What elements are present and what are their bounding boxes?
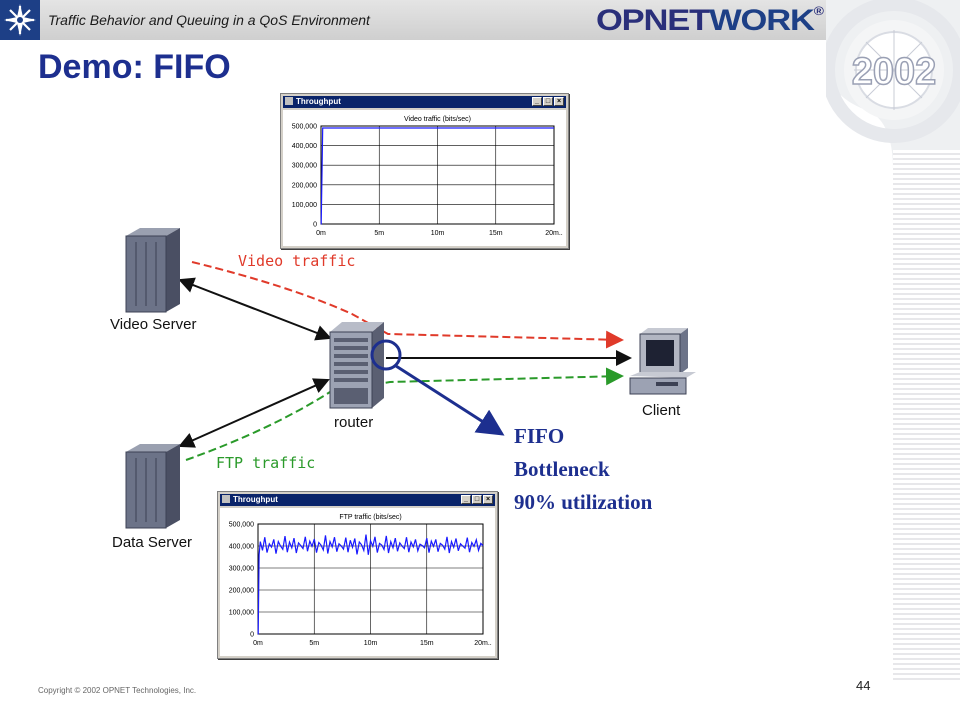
data-server-icon	[125, 444, 180, 529]
presentation-title: Traffic Behavior and Queuing in a QoS En…	[48, 12, 370, 28]
y-tick-label: 500,000	[229, 522, 254, 529]
y-tick-label: 0	[313, 222, 317, 229]
close-button[interactable]: ×	[554, 97, 564, 106]
year-text: 2002	[852, 51, 937, 93]
brand-mark: ®	[813, 4, 824, 18]
video-traffic-label: Video traffic	[238, 252, 356, 270]
header-bar	[0, 0, 960, 40]
x-tick-label: 5m	[374, 230, 384, 237]
y-tick-label: 200,000	[229, 588, 254, 595]
x-tick-label: 20m..	[545, 230, 563, 237]
y-tick-label: 500,000	[292, 124, 317, 131]
y-tick-label: 300,000	[229, 566, 254, 573]
minimize-button[interactable]: _	[461, 495, 471, 504]
opnetwork-logo: OPNETWORK®	[596, 4, 824, 38]
decorative-stripes	[893, 150, 960, 680]
bottleneck-marker	[370, 339, 402, 371]
x-tick-label: 10m	[364, 640, 378, 647]
video-window-titlebar[interactable]: Throughput _ □ ×	[283, 96, 566, 108]
callout-arrow	[395, 364, 505, 436]
x-tick-label: 5m	[309, 640, 319, 647]
ftp-throughput-chart: FTP traffic (bits/sec) 500,000 400,000 300,…	[220, 508, 495, 656]
y-tick-label: 200,000	[292, 182, 317, 189]
maximize-button[interactable]: □	[472, 495, 482, 504]
video-server-label: Video Server	[110, 316, 197, 333]
page-number: 44	[856, 678, 871, 693]
ftp-throughput-window[interactable]: Throughput _ □ × FTP traffic (bits/sec) 5…	[217, 491, 498, 659]
x-tick-label: 10m	[431, 230, 445, 237]
compass-star-logo-icon	[0, 0, 40, 40]
y-tick-label: 400,000	[292, 143, 317, 150]
chart-title: Video traffic (bits/sec)	[404, 116, 471, 123]
video-throughput-chart: Video traffic (bits/sec) 500,000 400,000 30…	[283, 110, 566, 246]
video-window-title: Throughput	[296, 97, 341, 106]
chart-title: FTP traffic (bits/sec)	[339, 514, 401, 521]
link-video-router	[178, 277, 332, 341]
y-tick-label: 400,000	[229, 544, 254, 551]
year-badge: 2002	[821, 0, 960, 170]
x-tick-label: 15m	[489, 230, 503, 237]
data-server-label: Data Server	[112, 534, 193, 551]
minimize-button[interactable]: _	[532, 97, 542, 106]
brand-right: WORK	[709, 4, 815, 37]
router-icon	[329, 322, 384, 409]
client-computer-icon	[629, 328, 696, 395]
ftp-window-titlebar[interactable]: Throughput _ □ ×	[220, 494, 495, 506]
x-tick-label: 20m..	[474, 640, 492, 647]
maximize-button[interactable]: □	[543, 97, 553, 106]
series-line	[320, 127, 554, 225]
brand-left: OPNET	[596, 4, 710, 37]
router-label: router	[334, 414, 374, 431]
fifo-callout: FIFO Bottleneck 90% utilization	[514, 420, 652, 519]
series-line	[257, 534, 484, 635]
x-tick-label: 0m	[316, 230, 326, 237]
close-button[interactable]: ×	[483, 495, 493, 504]
y-tick-label: 100,000	[229, 610, 254, 617]
ftp-traffic-label: FTP traffic	[216, 454, 316, 472]
link-data-router	[178, 378, 330, 448]
y-tick-label: 100,000	[292, 202, 317, 209]
client-label: Client	[642, 402, 681, 419]
callout-line-2: Bottleneck	[514, 457, 610, 481]
video-throughput-window[interactable]: Throughput _ □ × Video traffic (bits/sec…	[280, 93, 569, 249]
y-tick-label: 0	[250, 632, 254, 639]
copyright-notice: Copyright © 2002 OPNET Technologies, Inc…	[38, 686, 197, 695]
video-server-icon	[125, 228, 180, 313]
slide-title: Demo: FIFO	[38, 48, 231, 86]
ftp-window-title: Throughput	[233, 495, 278, 504]
callout-line-3: 90% utilization	[514, 490, 653, 514]
x-tick-label: 15m	[420, 640, 434, 647]
y-tick-label: 300,000	[292, 163, 317, 170]
callout-line-1: FIFO	[514, 424, 565, 448]
window-app-icon	[285, 97, 293, 105]
video-traffic-path	[191, 261, 624, 349]
window-app-icon	[222, 495, 230, 503]
x-tick-label: 0m	[253, 640, 263, 647]
